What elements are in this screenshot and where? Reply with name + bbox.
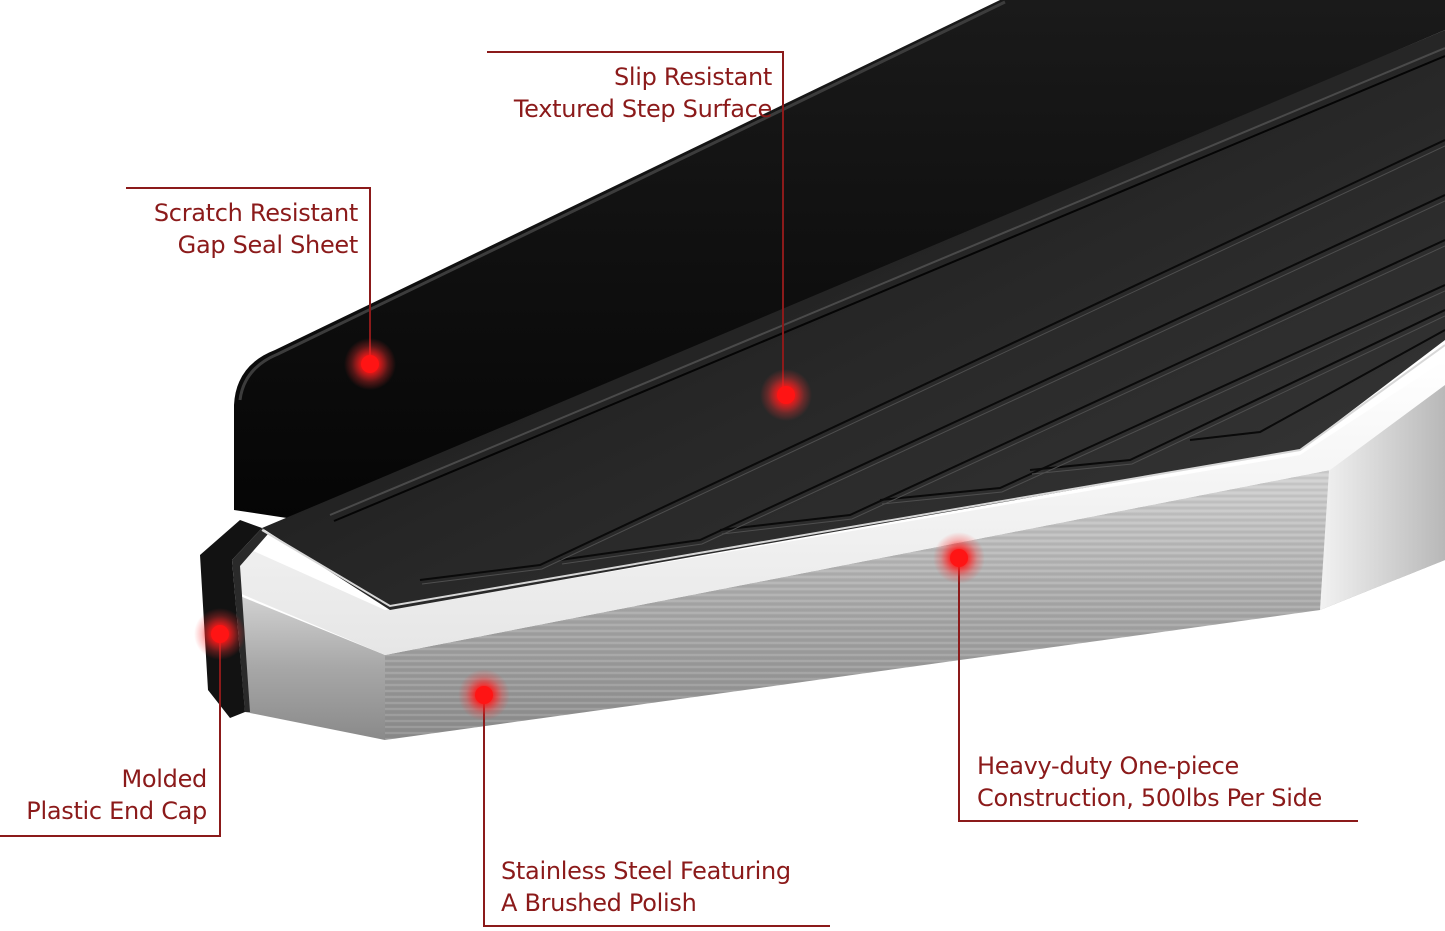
callout-line-2: Construction, 500lbs Per Side [977,784,1322,812]
marker-dot-icon [458,669,510,721]
callout-line-stainless [483,695,830,927]
callout-markers [194,338,985,721]
callout-line-heavy-duty [958,558,1358,822]
marker-dot-icon [344,338,396,390]
callout-slip-resistant: Slip Resistant Textured Step Surface [514,61,772,125]
callout-line-1: Heavy-duty One-piece [977,752,1240,780]
callout-line-scratch-resistant [126,187,371,364]
callout-lines [0,51,1358,927]
callout-line-2: A Brushed Polish [501,889,697,917]
callout-line-1: Scratch Resistant [153,199,358,227]
callout-line-slip-resistant [487,51,784,395]
marker-dot-icon [933,532,985,584]
callout-line-1: Molded [121,765,208,793]
callout-line-2: Plastic End Cap [26,797,207,825]
callout-line-1: Slip Resistant [613,63,772,91]
stainless-steel-body [230,360,1445,740]
step-pad [234,0,1445,610]
marker-dot-icon [194,608,246,660]
callout-line-2: Gap Seal Sheet [177,231,359,259]
callout-line-1: Stainless Steel Featuring [501,857,791,885]
callout-heavy-duty: Heavy-duty One-piece Construction, 500lb… [977,750,1322,814]
callout-line-2: Textured Step Surface [513,95,772,123]
callout-stainless-steel: Stainless Steel Featuring A Brushed Poli… [501,855,791,919]
callout-line-end-cap [0,634,221,837]
callout-molded-end-cap: Molded Plastic End Cap [26,763,207,827]
callout-scratch-resistant: Scratch Resistant Gap Seal Sheet [154,197,358,261]
marker-dot-icon [760,369,812,421]
